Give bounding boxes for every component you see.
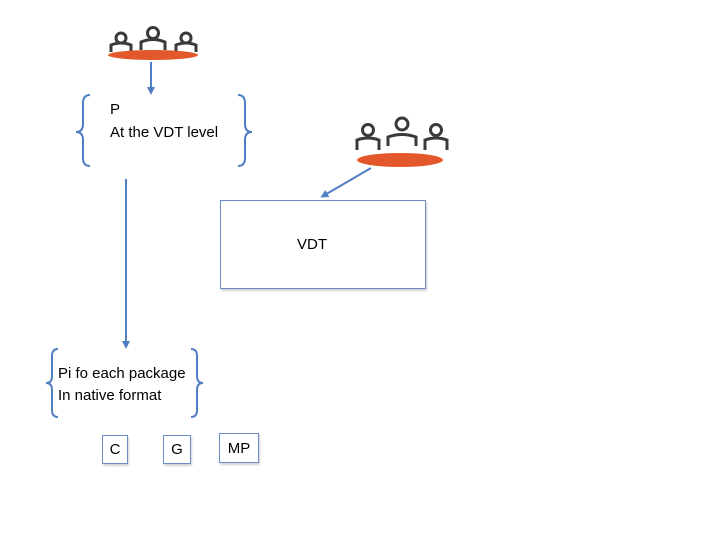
right-brace-bottom (190, 348, 204, 418)
meeting-group-icon (355, 116, 449, 167)
meeting-group-icon (108, 26, 198, 60)
pi-line1: Pi fo each package (58, 365, 186, 382)
pi-line2: In native format (58, 387, 162, 404)
p-line1: P (110, 101, 121, 118)
vdt-box (220, 200, 426, 289)
box-g: G (163, 435, 191, 464)
box-mp: MP (219, 433, 259, 463)
box-c: C (102, 435, 128, 464)
left-brace-top (75, 94, 91, 167)
right-brace-top (237, 94, 253, 167)
left-brace-bottom (45, 348, 59, 418)
arrow-group-to-vdt (320, 167, 372, 198)
p-line2: At the VDT level (110, 124, 219, 141)
vdt-label: VDT (297, 236, 327, 253)
